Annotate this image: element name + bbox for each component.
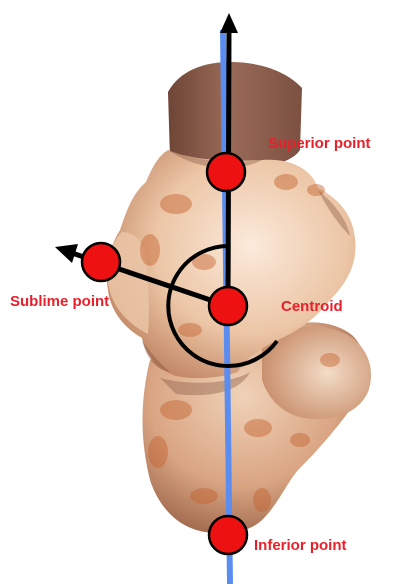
centroid-marker [209, 287, 247, 325]
inferior-point-marker [209, 516, 247, 554]
arrowhead-left-icon [55, 244, 78, 263]
superior-point-label: Superior point [268, 135, 371, 152]
inferior-point-label: Inferior point [254, 537, 347, 554]
sublime-point-label: Sublime point [10, 293, 109, 310]
sublime-point-marker [82, 243, 120, 281]
bone-shaft [168, 62, 302, 168]
superior-point-marker [207, 153, 245, 191]
bone-right-lobe [262, 327, 371, 419]
centroid-label: Centroid [281, 298, 343, 315]
arrowhead-up-icon [220, 13, 238, 33]
